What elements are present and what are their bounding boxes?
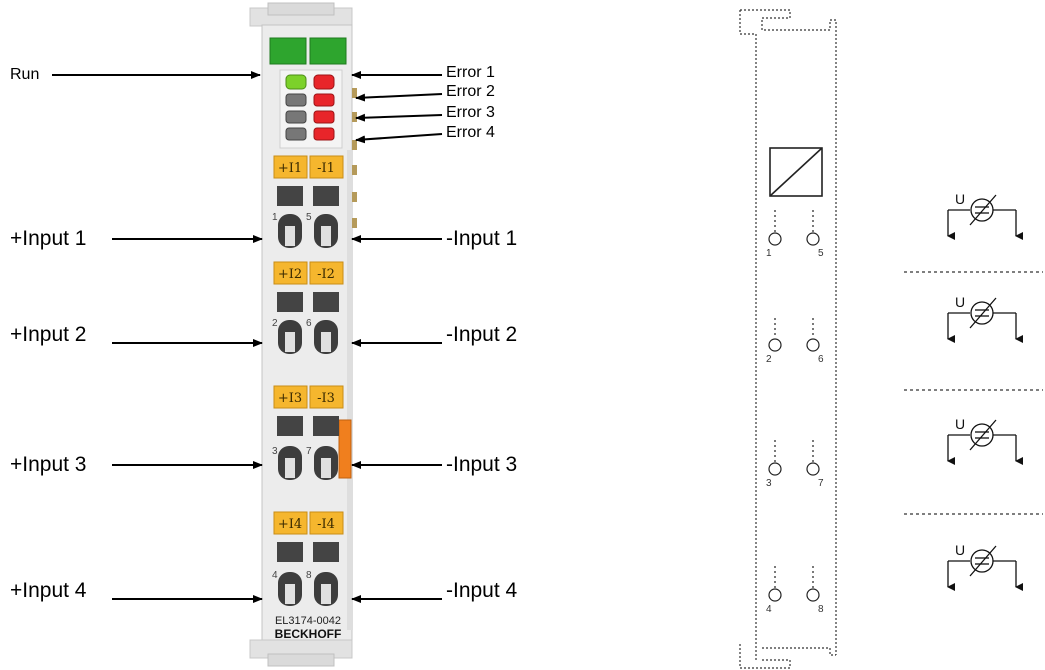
pin-num-5: 5 [818, 248, 824, 259]
led-error-1 [313, 74, 335, 90]
tab-minus-4-label: -I4 [317, 517, 335, 532]
channel-separators [904, 271, 1043, 515]
voltage-symbol-4 [947, 545, 1023, 591]
terminal-num-8: 8 [306, 570, 312, 581]
channel-1: +I1 -I1 1 5 [272, 155, 344, 248]
top-green-block-left [269, 37, 307, 65]
voltage-symbol-2 [947, 297, 1023, 343]
led-run [285, 74, 307, 90]
pin-num-6: 6 [818, 354, 824, 365]
led-status-4 [285, 127, 307, 141]
channel-2: +I2 -I2 2 6 [272, 261, 344, 354]
channel-3: +I3 -I3 3 7 [272, 385, 344, 480]
tab-minus-2 [309, 261, 344, 285]
schematic-pins [768, 210, 820, 602]
terminal-model: EL3174-0042 [275, 615, 341, 627]
pin-num-4: 4 [766, 604, 772, 615]
label-plus-input-2: +Input 2 [10, 323, 87, 346]
led-error-2 [313, 93, 335, 107]
label-error-4: Error 4 [446, 124, 495, 141]
terminal-num-7: 7 [306, 446, 312, 457]
tab-minus-2-label: -I2 [317, 267, 335, 282]
led-error-4 [313, 127, 335, 141]
tab-minus-3 [309, 385, 344, 409]
label-minus-input-1: -Input 1 [446, 227, 518, 250]
top-green-block-right [309, 37, 347, 65]
signal-converter-symbol [769, 147, 823, 197]
schematic-outline [739, 9, 837, 669]
tab-plus-3-label: +I3 [278, 391, 302, 406]
channel-4: +I4 -I4 4 8 [272, 511, 344, 606]
label-minus-input-4: -Input 4 [446, 579, 518, 602]
voltage-symbol-4-label: U [955, 542, 965, 558]
label-run: Run [10, 66, 40, 83]
callout-arrows [52, 71, 443, 603]
led-error-3 [313, 110, 335, 124]
terminal-num-1: 1 [272, 212, 278, 223]
tab-plus-1 [273, 155, 308, 179]
label-plus-input-1: +Input 1 [10, 227, 87, 250]
pin-num-1: 1 [766, 248, 772, 259]
pin-num-7: 7 [818, 478, 824, 489]
label-error-3: Error 3 [446, 104, 495, 121]
terminal-num-4: 4 [272, 570, 278, 581]
pin-num-8: 8 [818, 604, 824, 615]
voltage-symbol-3-label: U [955, 416, 965, 432]
tab-minus-4 [309, 511, 344, 535]
tab-plus-4 [273, 511, 308, 535]
voltage-symbol-1-label: U [955, 191, 965, 207]
voltage-symbol-1 [947, 194, 1023, 240]
led-status-3 [285, 110, 307, 124]
side-orange-strip [338, 419, 352, 479]
schematic-pin-numbers: 1 5 2 6 3 7 4 8 [766, 248, 824, 615]
tab-plus-2-label: +I2 [278, 267, 302, 282]
label-minus-input-3: -Input 3 [446, 453, 518, 476]
pin-num-3: 3 [766, 478, 772, 489]
voltage-symbol-3 [947, 419, 1023, 465]
tab-plus-4-label: +I4 [278, 517, 302, 532]
label-minus-input-2: -Input 2 [446, 323, 518, 346]
tab-minus-3-label: -I3 [317, 391, 335, 406]
terminal-num-6: 6 [306, 318, 312, 329]
side-contacts [352, 88, 357, 228]
tab-minus-1-label: -I1 [317, 161, 335, 176]
terminal-brand: BECKHOFF [275, 627, 342, 641]
tab-minus-1 [309, 155, 344, 179]
tab-plus-1-label: +I1 [278, 161, 302, 176]
terminal-num-3: 3 [272, 446, 278, 457]
label-error-2: Error 2 [446, 83, 495, 100]
terminal-num-2: 2 [272, 318, 278, 329]
label-error-1: Error 1 [446, 64, 495, 81]
label-plus-input-3: +Input 3 [10, 453, 87, 476]
tab-plus-2 [273, 261, 308, 285]
voltage-symbol-2-label: U [955, 294, 965, 310]
tab-plus-3 [273, 385, 308, 409]
led-status-2 [285, 93, 307, 107]
label-plus-input-4: +Input 4 [10, 579, 87, 602]
terminal-num-5: 5 [306, 212, 312, 223]
pin-num-2: 2 [766, 354, 772, 365]
